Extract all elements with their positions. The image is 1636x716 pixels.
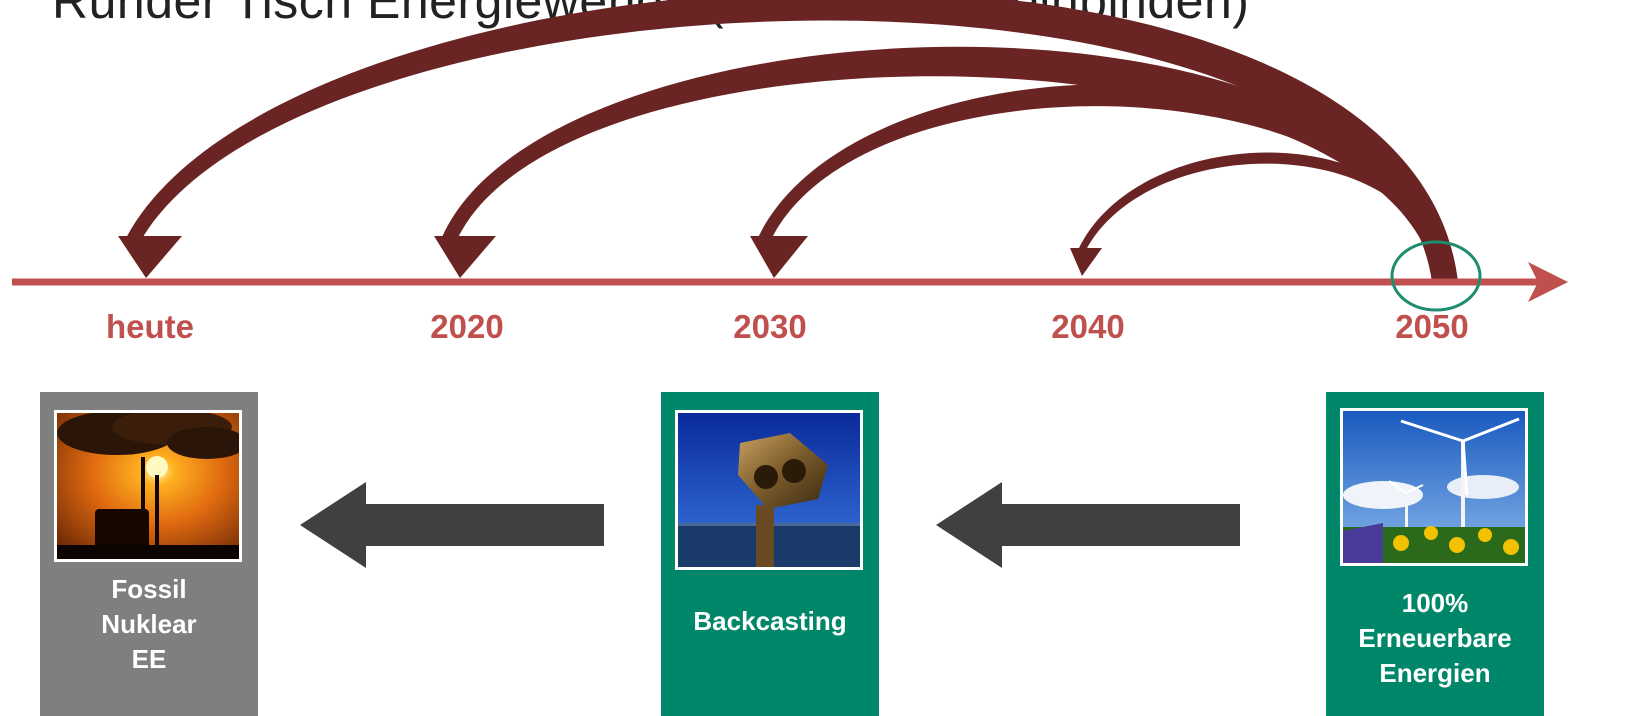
box-backcasting: Backcasting — [661, 392, 879, 716]
power-plant-smoke-icon — [54, 410, 242, 562]
tick-label-2050: 2050 — [1395, 308, 1468, 345]
tick-label-2040: 2040 — [1051, 308, 1124, 345]
box-renewables: 100% Erneuerbare Energien — [1326, 392, 1544, 716]
wind-turbine-sunflower-icon — [1340, 408, 1528, 566]
arc-arrowhead-2020 — [434, 236, 496, 278]
box-label-today: Fossil Nuklear EE — [101, 574, 197, 674]
arc-arrowhead-2030 — [750, 236, 808, 278]
tick-label-heute: heute — [106, 308, 194, 345]
tick-label-2030: 2030 — [733, 308, 806, 345]
block-arrow-right — [936, 482, 1240, 568]
highlight-circle-2050 — [1390, 240, 1482, 312]
box-label-renewables: 100% Erneuerbare Energien — [1358, 588, 1512, 688]
arc-arrowhead-heute — [118, 236, 182, 278]
box-label-backcasting: Backcasting — [693, 606, 847, 636]
arc-arrowhead-2040 — [1070, 248, 1102, 276]
box-today-energy-mix: Fossil Nuklear EE — [40, 392, 258, 716]
block-arrow-left — [300, 482, 604, 568]
backcast-arc-2030 — [756, 84, 1454, 282]
timeline-arrowhead — [1528, 262, 1568, 302]
binoculars-icon — [675, 410, 863, 570]
tick-label-2020: 2020 — [430, 308, 503, 345]
